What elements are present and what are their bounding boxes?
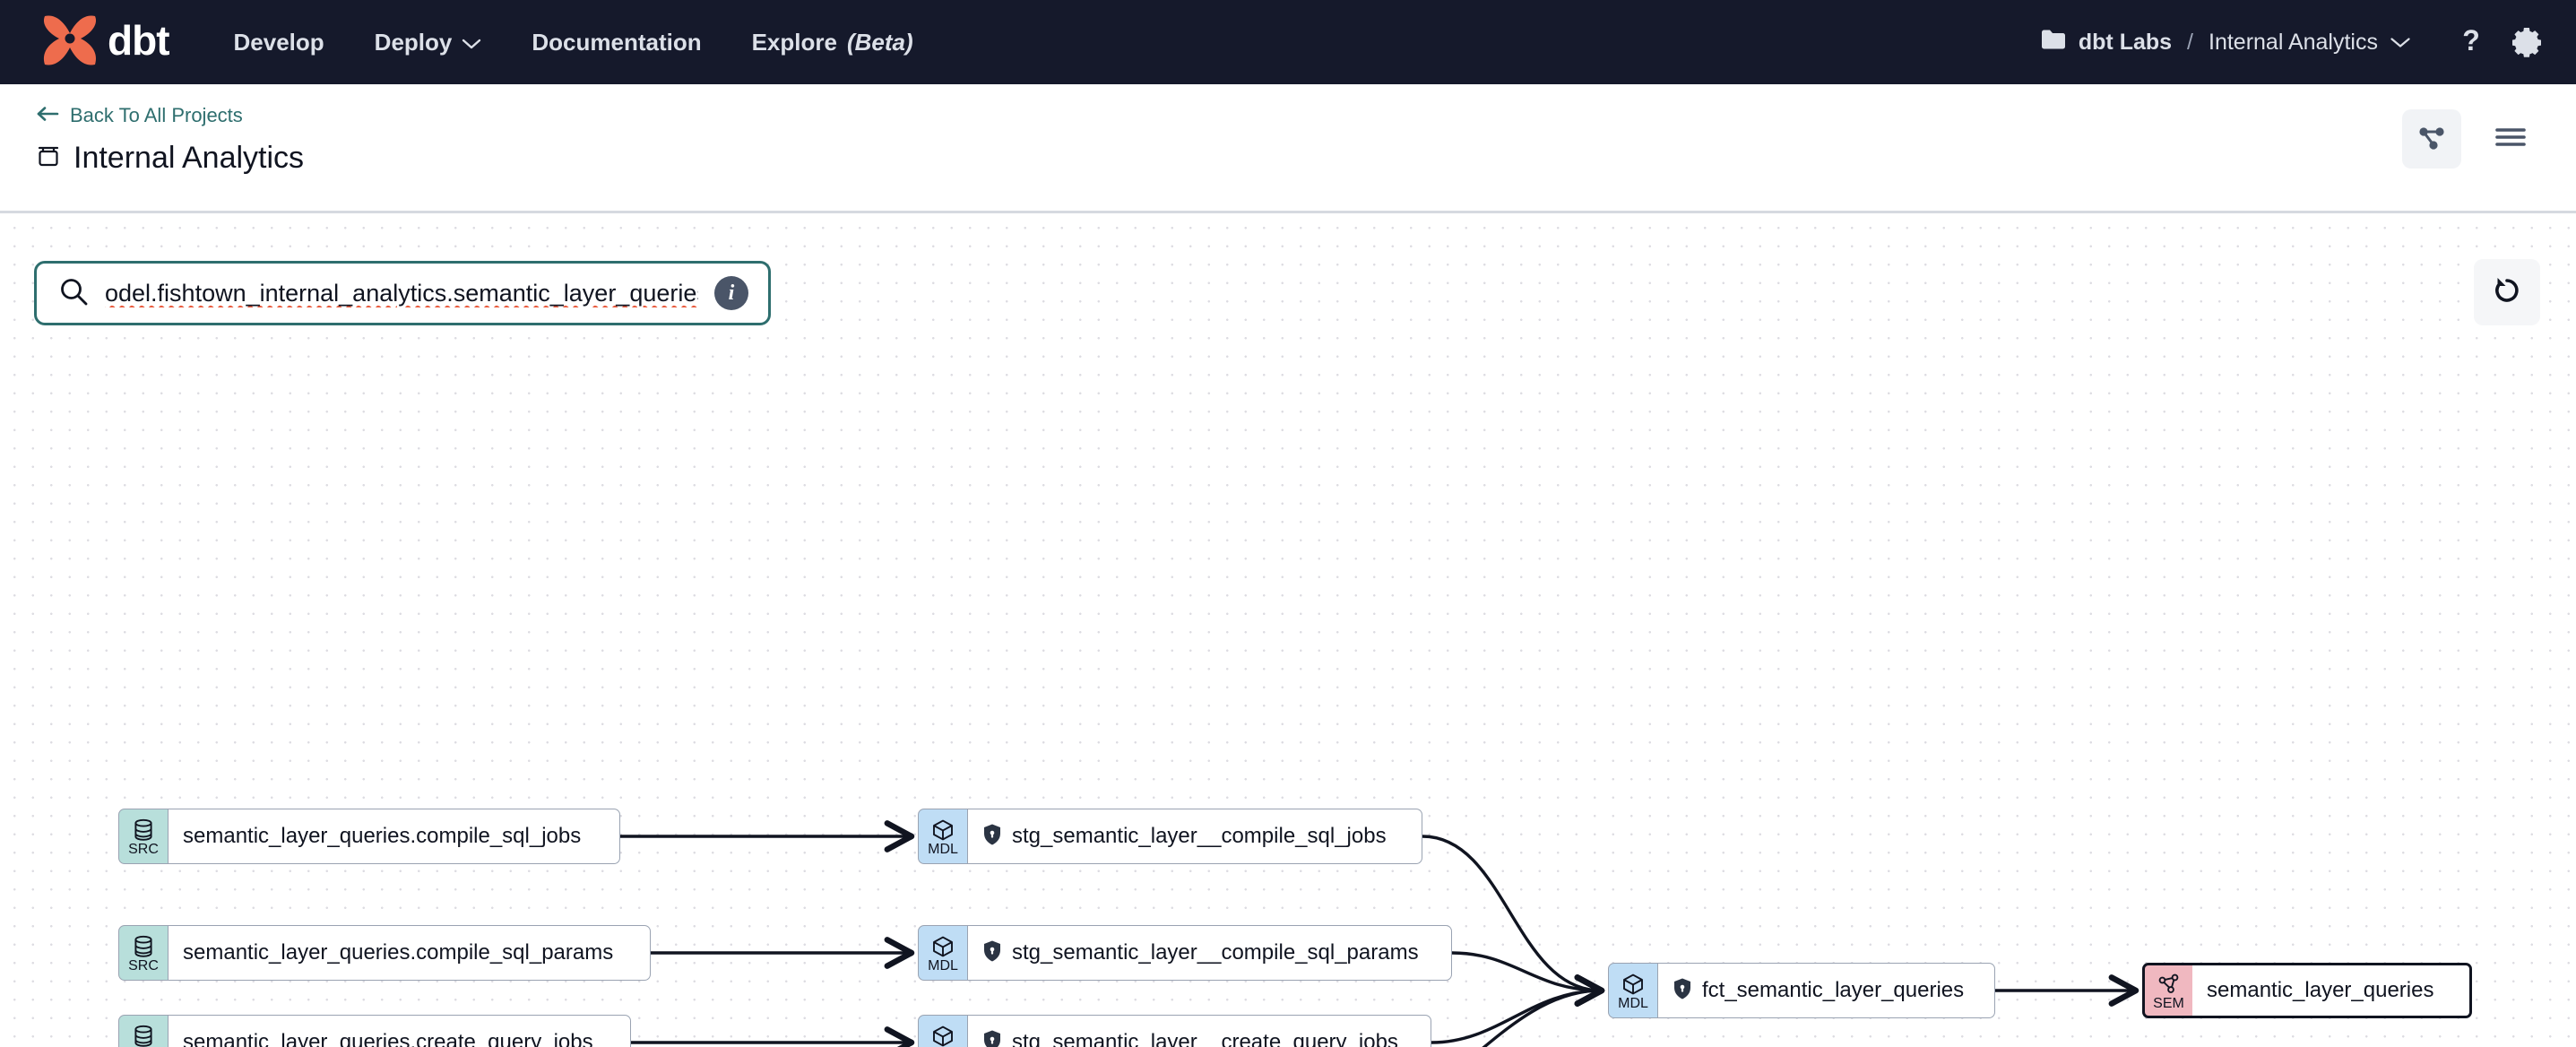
node-type-badge-src: SRC — [118, 925, 169, 981]
lineage-graph-toggle[interactable] — [2402, 109, 2461, 169]
database-project-icon — [36, 140, 61, 177]
node-label: stg_semantic_layer__create_query_jobs — [1012, 1030, 1398, 1047]
node-label: semantic_layer_queries.compile_sql_param… — [183, 940, 614, 965]
node-type-label: MDL — [928, 957, 958, 973]
node-type-badge-mdl: MDL — [918, 809, 968, 864]
graph-node-mdl-fct-semantic-layer-queries[interactable]: MDL fct_semantic_layer_queries — [1608, 963, 1995, 1018]
page-title-text: Internal Analytics — [73, 141, 305, 175]
menu-toggle[interactable] — [2481, 109, 2540, 169]
account-separator: / — [2187, 29, 2193, 55]
node-label: semantic_layer_queries.compile_sql_jobs — [183, 824, 582, 848]
database-cylinder-icon — [134, 1025, 152, 1047]
shield-icon — [982, 823, 1002, 851]
node-label: stg_semantic_layer__compile_sql_params — [1012, 940, 1419, 965]
graph-node-mdl-stg-create-query-jobs[interactable]: MDL stg_semantic_layer__create_query_job… — [918, 1015, 1431, 1047]
account-project-name: Internal Analytics — [2209, 29, 2378, 55]
node-type-badge-mdl: MDL — [918, 925, 968, 981]
database-cylinder-icon — [134, 935, 152, 957]
node-type-badge-sem: SEM — [2142, 963, 2192, 1018]
reset-view-button[interactable] — [2474, 259, 2540, 325]
graph-node-src-create-query-jobs[interactable]: SRC semantic_layer_queries.create_query_… — [118, 1015, 631, 1047]
dbt-brand[interactable]: dbt — [36, 12, 170, 74]
node-body: stg_semantic_layer__create_query_jobs — [968, 1015, 1431, 1047]
shield-icon — [982, 939, 1002, 967]
node-label: semantic_layer_queries — [2207, 978, 2434, 1002]
node-body: stg_semantic_layer__compile_sql_jobs — [968, 809, 1422, 864]
nav-link-explore-label: Explore — [751, 28, 837, 56]
cube-icon — [1623, 973, 1643, 994]
nav-link-deploy-label: Deploy — [374, 28, 453, 56]
node-body: semantic_layer_queries.compile_sql_jobs — [169, 809, 620, 864]
back-to-all-projects-label: Back To All Projects — [70, 104, 243, 126]
node-type-label: SEM — [2153, 995, 2184, 1011]
node-label: stg_semantic_layer__compile_sql_jobs — [1012, 824, 1387, 848]
account-project-switcher[interactable]: dbt Labs / Internal Analytics — [2040, 28, 2411, 57]
node-body: fct_semantic_layer_queries — [1658, 963, 1995, 1018]
node-body: stg_semantic_layer__compile_sql_params — [968, 925, 1452, 981]
node-type-badge-mdl: MDL — [918, 1015, 968, 1047]
graph-node-src-compile-sql-jobs[interactable]: SRC semantic_layer_queries.compile_sql_j… — [118, 809, 620, 864]
lineage-canvas[interactable]: odel.fishtown_internal_analytics.semanti… — [0, 216, 2576, 1047]
cube-icon — [933, 1025, 953, 1046]
search-bar[interactable]: odel.fishtown_internal_analytics.semanti… — [34, 261, 771, 325]
chevron-down-icon — [2390, 30, 2411, 56]
node-body: semantic_layer_queries.create_query_jobs — [169, 1015, 631, 1047]
node-type-label: MDL — [928, 841, 958, 857]
semantic-network-icon — [2158, 973, 2178, 993]
top-nav-right-group: dbt Labs / Internal Analytics ? — [2040, 26, 2544, 58]
database-cylinder-icon — [134, 818, 152, 841]
account-org-name: dbt Labs — [2078, 29, 2173, 55]
node-type-badge-src: SRC — [118, 809, 169, 864]
graph-node-mdl-stg-compile-sql-jobs[interactable]: MDL stg_semantic_layer__compile_sql_jobs — [918, 809, 1422, 864]
node-label: fct_semantic_layer_queries — [1702, 978, 1965, 1002]
shield-icon — [1673, 977, 1692, 1005]
back-to-all-projects-link[interactable]: Back To All Projects — [36, 104, 243, 127]
project-subheader: Back To All Projects Internal Analytics — [0, 84, 2576, 213]
nav-link-develop-label: Develop — [233, 28, 324, 56]
cube-icon — [933, 819, 953, 840]
nav-link-documentation[interactable]: Documentation — [532, 29, 701, 56]
node-type-label: SRC — [128, 841, 159, 857]
svg-text:?: ? — [2462, 26, 2480, 56]
node-type-badge-mdl: MDL — [1608, 963, 1658, 1018]
nav-link-explore-beta-tag: (Beta) — [846, 28, 913, 56]
page-title: Internal Analytics — [36, 140, 304, 177]
nav-link-develop[interactable]: Develop — [234, 29, 324, 56]
folder-icon — [2040, 28, 2067, 57]
chevron-down-icon — [462, 29, 481, 56]
graph-node-sem-semantic-layer-queries[interactable]: SEM semantic_layer_queries — [2142, 963, 2472, 1018]
top-navigation-bar: dbt Develop Deploy Documentation Explore… — [0, 0, 2576, 84]
dbt-x-logo-icon — [36, 12, 104, 74]
edge-mdl2-fct1 — [1451, 951, 1605, 1007]
help-icon[interactable]: ? — [2458, 26, 2485, 58]
edge-mdl3-fct1 — [1431, 974, 1605, 1044]
settings-gear-icon[interactable] — [2511, 26, 2544, 58]
node-type-badge-src: SRC — [118, 1015, 169, 1047]
nav-link-documentation-label: Documentation — [532, 28, 702, 56]
top-nav-icon-group: ? — [2458, 26, 2544, 58]
cube-icon — [933, 936, 953, 956]
node-body: semantic_layer_queries — [2192, 963, 2472, 1018]
node-label: semantic_layer_queries.create_query_jobs — [183, 1030, 593, 1047]
shield-icon — [982, 1029, 1002, 1047]
lineage-edges — [620, 820, 2139, 1047]
nav-link-deploy[interactable]: Deploy — [375, 29, 482, 56]
graph-node-src-compile-sql-params[interactable]: SRC semantic_layer_queries.compile_sql_p… — [118, 925, 651, 981]
lineage-share-icon — [2416, 121, 2448, 158]
subheader-action-group — [2402, 109, 2540, 169]
hamburger-menu-icon — [2494, 124, 2528, 155]
primary-nav-links: Develop Deploy Documentation Explore (Be… — [234, 29, 913, 56]
graph-node-mdl-stg-compile-sql-params[interactable]: MDL stg_semantic_layer__compile_sql_para… — [918, 925, 1452, 981]
reset-counterclockwise-icon — [2489, 273, 2525, 313]
info-circle-icon[interactable]: i — [714, 276, 748, 310]
node-body: semantic_layer_queries.compile_sql_param… — [169, 925, 651, 981]
node-type-label: MDL — [1618, 995, 1648, 1011]
search-icon — [58, 276, 89, 311]
dbt-wordmark: dbt — [108, 17, 170, 64]
arrow-left-icon — [36, 104, 61, 127]
nav-link-explore[interactable]: Explore (Beta) — [752, 29, 913, 56]
node-type-label: SRC — [128, 957, 159, 973]
search-input[interactable]: odel.fishtown_internal_analytics.semanti… — [105, 279, 698, 307]
